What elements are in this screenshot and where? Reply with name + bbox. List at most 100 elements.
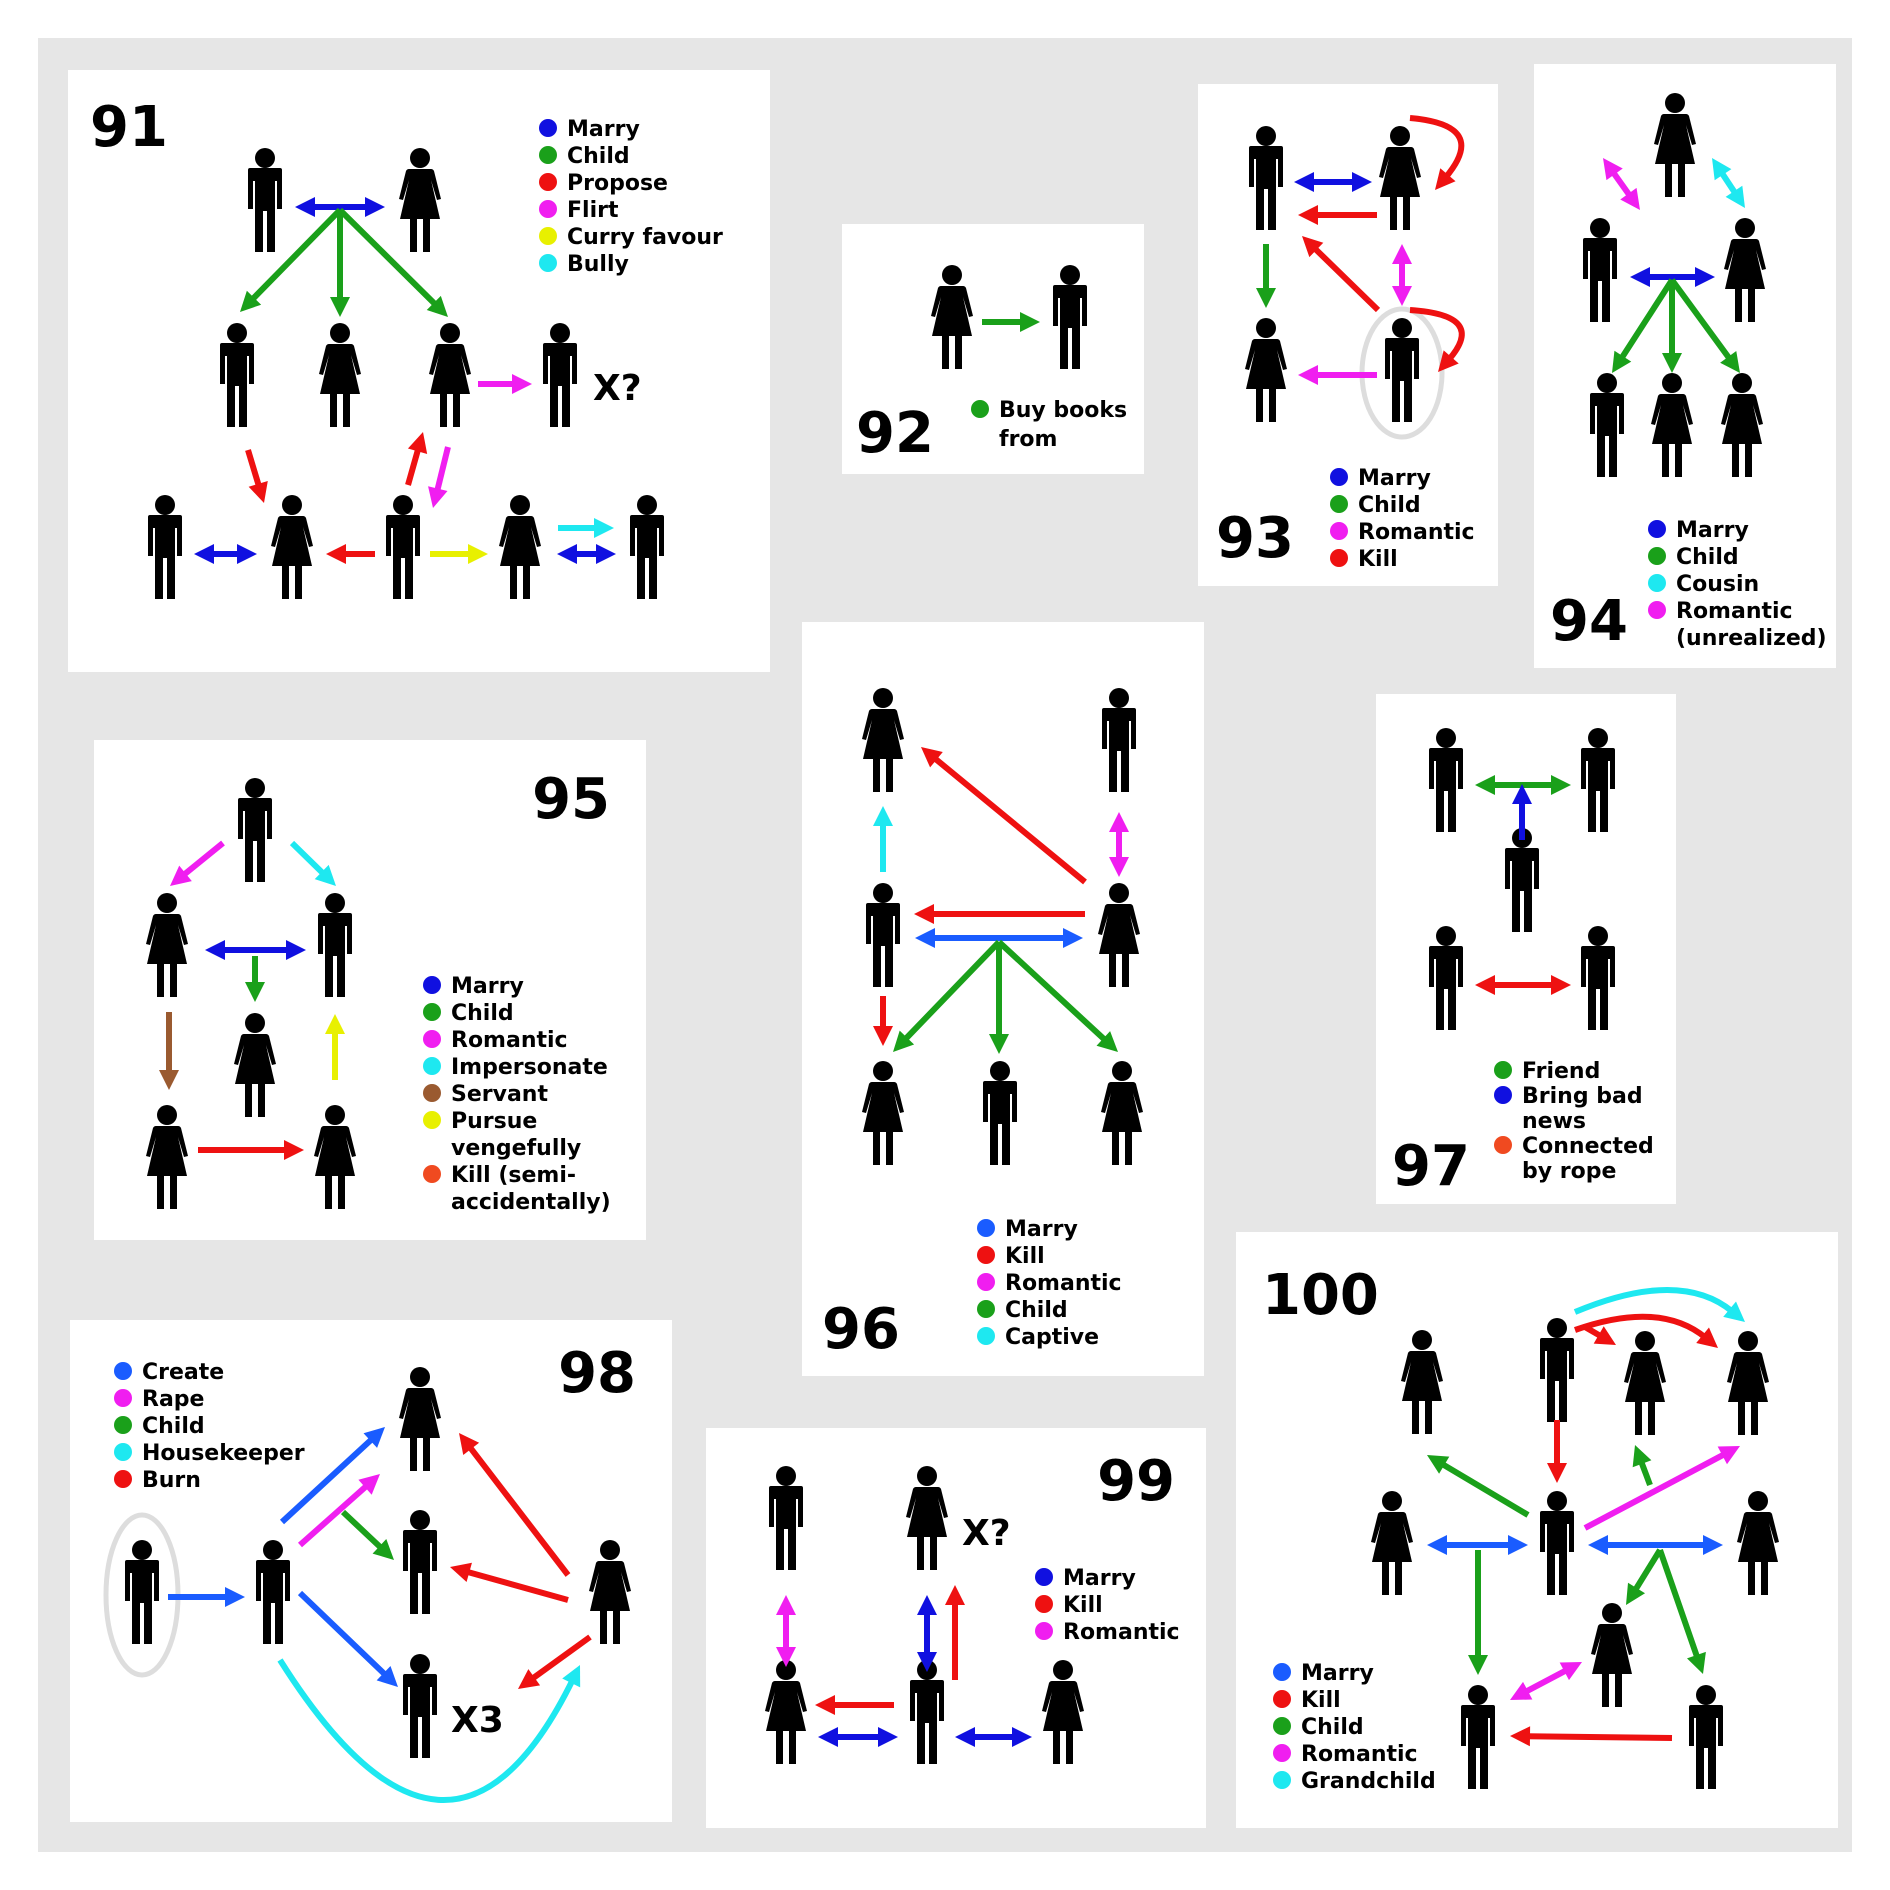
note-text: X? xyxy=(962,1513,1011,1554)
relation-arrow xyxy=(955,1727,1032,1747)
relation-arrow-head xyxy=(1475,775,1495,795)
relation-arrow xyxy=(1583,1446,1740,1531)
relation-arrow xyxy=(893,939,1002,1052)
legend-label: Housekeeper xyxy=(142,1441,305,1466)
relation-arrow xyxy=(914,904,1085,924)
legend-label: Pursue xyxy=(451,1109,537,1134)
legend-label: Bully xyxy=(567,252,629,277)
relation-arrow xyxy=(297,1590,398,1687)
legend-label: Romantic xyxy=(1358,520,1475,545)
relation-arrow-head xyxy=(426,295,448,317)
relation-arrow-shaft xyxy=(996,939,1108,1043)
relation-arrow xyxy=(326,544,375,564)
relation-arrow xyxy=(557,544,616,564)
panel-98 xyxy=(70,1320,672,1822)
relation-arrow-head xyxy=(237,544,257,564)
relation-arrow-head xyxy=(407,432,428,454)
grandchild-arrow-head xyxy=(1723,1301,1745,1322)
relation-arrow-shaft xyxy=(337,207,439,308)
legend-dot xyxy=(114,1389,132,1407)
relation-arrow xyxy=(1256,244,1276,308)
relation-arrow-head xyxy=(245,982,265,1002)
panel-93 xyxy=(1198,84,1498,586)
relation-arrow xyxy=(1392,244,1412,306)
legend-label-cont: vengefully xyxy=(451,1136,581,1161)
legend-dot xyxy=(423,1084,441,1102)
relation-arrow-shaft xyxy=(1583,1451,1727,1531)
panel-100 xyxy=(1236,1232,1838,1828)
relation-arrow xyxy=(428,446,451,508)
relation-arrow-head xyxy=(1695,267,1715,287)
legend-label: Servant xyxy=(451,1082,548,1107)
relation-arrow-shaft xyxy=(932,755,1087,885)
legend-label-cont: (unrealized) xyxy=(1676,626,1827,651)
legend-label: Grandchild xyxy=(1301,1769,1436,1794)
relation-arrow xyxy=(1612,278,1675,373)
panel-92 xyxy=(842,224,1144,474)
legend-label: Bring bad xyxy=(1522,1084,1643,1109)
relation-arrow xyxy=(430,544,488,564)
relation-arrow-head xyxy=(914,904,934,924)
relation-arrow-head xyxy=(1063,928,1083,948)
note-text: X3 xyxy=(451,1700,504,1741)
relation-arrow xyxy=(245,449,268,503)
legend-dot xyxy=(977,1300,995,1318)
relation-arrow xyxy=(1510,1662,1582,1700)
relation-arrow-head xyxy=(596,544,616,564)
legend-dot xyxy=(977,1246,995,1264)
relation-arrow-head xyxy=(194,544,214,564)
relation-arrow-shaft xyxy=(405,447,422,486)
relation-arrow-head xyxy=(1559,1662,1582,1681)
legend-dot xyxy=(114,1443,132,1461)
relation-arrow xyxy=(818,1727,898,1747)
legend-label: Friend xyxy=(1522,1059,1600,1084)
legend-dot xyxy=(1035,1622,1053,1640)
legend-dot xyxy=(1648,520,1666,538)
relation-arrow xyxy=(989,942,1009,1054)
legend-dot xyxy=(423,976,441,994)
legend-label-cont: from xyxy=(999,427,1057,452)
relation-arrow-head xyxy=(1302,236,1324,258)
legend-label-cont: by rope xyxy=(1522,1159,1616,1184)
legend-dot xyxy=(1035,1595,1053,1613)
relation-arrow xyxy=(159,1012,179,1090)
relation-arrow-shaft xyxy=(1312,245,1381,313)
legend-label: Romantic xyxy=(1301,1742,1418,1767)
legend-label: Cousin xyxy=(1676,572,1759,597)
legend-label: Romantic xyxy=(451,1028,568,1053)
relation-arrow-head xyxy=(248,480,268,503)
relation-arrow-shaft xyxy=(1638,1459,1653,1487)
relation-arrow-head xyxy=(1096,1031,1118,1052)
panel-number: 93 xyxy=(1216,506,1294,571)
relation-arrow-shaft xyxy=(466,1444,571,1577)
relation-arrow-head xyxy=(330,297,350,317)
relation-arrow-head xyxy=(1551,975,1571,995)
relation-arrow xyxy=(295,197,385,217)
relation-arrow xyxy=(873,806,893,872)
relation-arrow xyxy=(815,1695,894,1715)
relation-arrow-head xyxy=(1510,1726,1531,1747)
relation-arrow-head xyxy=(776,1595,796,1615)
relation-arrow xyxy=(1109,812,1129,877)
legend-label: Kill xyxy=(1301,1688,1341,1713)
relation-arrow xyxy=(325,1014,345,1080)
panel-number: 92 xyxy=(856,401,934,466)
legend-dot xyxy=(539,200,557,218)
relation-arrow-head xyxy=(1392,286,1412,306)
relation-arrow xyxy=(337,207,448,317)
relation-arrow xyxy=(917,1595,937,1672)
relation-arrow xyxy=(1583,1324,1616,1345)
relation-arrow-head xyxy=(363,1427,385,1448)
housekeeper-arrow-head xyxy=(562,1665,581,1688)
relation-arrow xyxy=(298,1474,380,1548)
relation-arrow-head xyxy=(1686,1651,1706,1674)
legend-label: Marry xyxy=(1358,466,1431,491)
legend-label: Marry xyxy=(1005,1217,1078,1242)
relation-arrow-head xyxy=(1352,172,1372,192)
relation-arrow xyxy=(982,312,1040,332)
relation-arrow xyxy=(1475,775,1571,795)
kill-arrow xyxy=(1574,1313,1718,1348)
relation-arrow-head xyxy=(1012,1727,1032,1747)
legend-dot xyxy=(114,1416,132,1434)
legend-label: Romantic xyxy=(1676,599,1793,624)
